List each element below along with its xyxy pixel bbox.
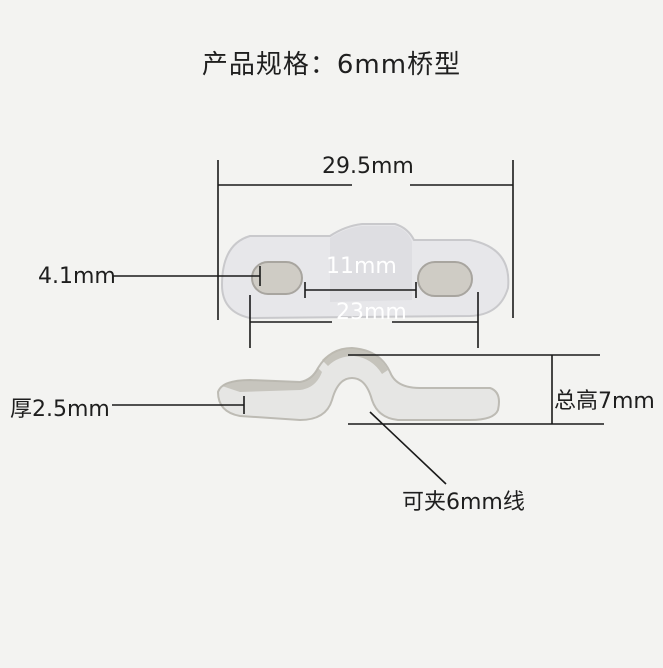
hole-width-label: 4.1mm [38,264,116,289]
dimension-lines [112,160,604,485]
right-slot-hole [417,261,473,297]
total-height-label: 总高7mm [554,389,655,414]
overall-length-label: 29.5mm [322,154,414,179]
hole-spacing-label: 23mm [336,300,407,325]
page-title: 产品规格：6mm桥型 [201,50,462,80]
bridge-width-label: 11mm [326,254,397,279]
wire-capacity-label: 可夹6mm线 [402,490,525,515]
thickness-label: 厚2.5mm [10,397,110,422]
clamp-top-view [220,223,510,320]
clamp-side-view [216,346,500,422]
left-slot-hole [251,261,303,295]
